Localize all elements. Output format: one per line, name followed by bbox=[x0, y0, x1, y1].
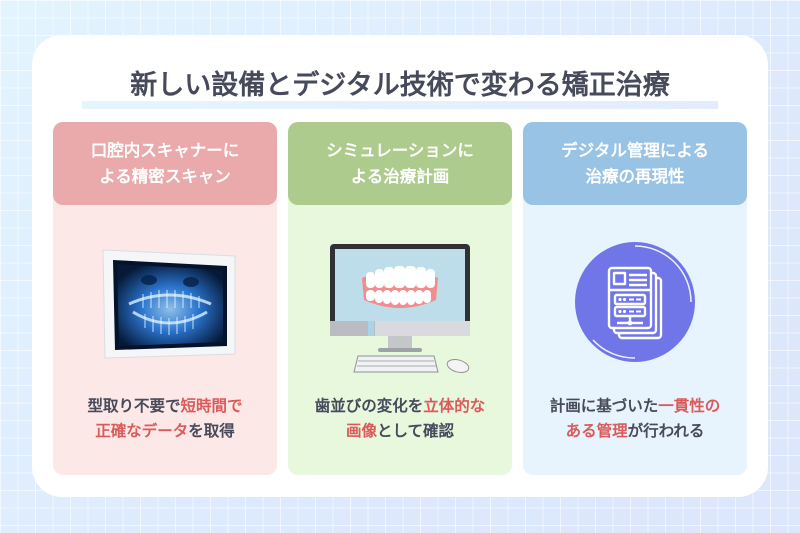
desc-text: が行われる bbox=[627, 422, 705, 440]
feature-column-simulation: シミュレーションに よる治療計画 bbox=[288, 122, 512, 475]
desc-text: 型取り不要で bbox=[87, 397, 181, 415]
feature-header: デジタル管理による 治療の再現性 bbox=[523, 122, 747, 205]
feature-header: 口腔内スキャナーに よる精密スキャン bbox=[53, 122, 277, 205]
feature-header-line: 口腔内スキャナーに bbox=[90, 140, 240, 160]
desc-highlight: ある管理 bbox=[565, 422, 628, 440]
page-title: 新しい設備とデジタル技術で変わる矯正治療 bbox=[130, 70, 670, 101]
feature-header-line: よる精密スキャン bbox=[99, 166, 231, 186]
feature-header-line: よる治療計画 bbox=[350, 166, 450, 186]
feature-column-intraoral-scanner: 口腔内スキャナーに よる精密スキャン 型取 bbox=[53, 122, 277, 475]
desc-highlight: 短時間で bbox=[180, 397, 243, 415]
desc-text: 計画に基づいた bbox=[549, 397, 659, 415]
feature-header-line: 治療の再現性 bbox=[585, 166, 685, 186]
desc-highlight: 立体的な bbox=[423, 397, 486, 415]
desc-highlight: 一貫性の bbox=[658, 397, 721, 415]
feature-description: 歯並びの変化を立体的な 画像として確認 bbox=[288, 394, 512, 444]
feature-header-line: シミュレーションに bbox=[326, 140, 474, 160]
feature-description: 型取り不要で短時間で 正確なデータを取得 bbox=[53, 394, 277, 444]
title-underline bbox=[82, 101, 718, 109]
desc-text: 歯並びの変化を bbox=[314, 397, 424, 415]
desc-highlight: 正確なデータ bbox=[95, 422, 189, 440]
digital-document-server-icon bbox=[575, 242, 695, 362]
desc-text: として確認 bbox=[376, 422, 455, 440]
feature-header-line: デジタル管理による bbox=[561, 140, 709, 160]
desc-highlight: 画像 bbox=[345, 422, 377, 440]
computer-with-teeth-icon bbox=[330, 244, 470, 373]
desc-text: を取得 bbox=[188, 422, 235, 440]
dental-xray-tablet-icon bbox=[102, 249, 236, 359]
feature-header: シミュレーションに よる治療計画 bbox=[288, 122, 512, 205]
feature-description: 計画に基づいた一貫性の ある管理が行われる bbox=[523, 394, 747, 444]
feature-column-digital-management: デジタル管理による 治療の再現性 計画 bbox=[523, 122, 747, 475]
